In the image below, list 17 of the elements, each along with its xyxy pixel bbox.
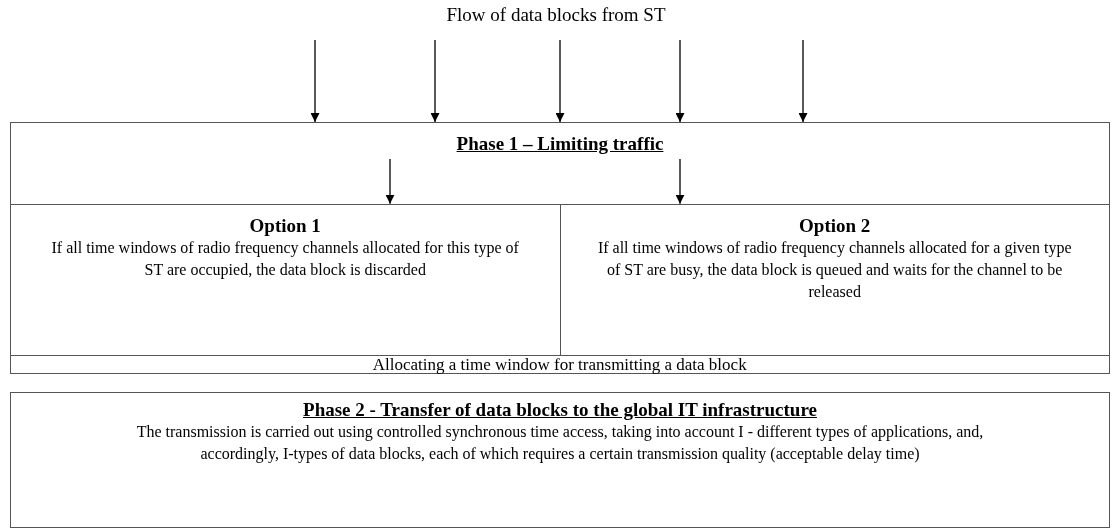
option-description: If all time windows of radio frequency channels allocated for a given type of ST are busy, the data block is queued and waits for the channel to be released	[596, 237, 1073, 303]
phase-box	[10, 392, 1110, 528]
arrow	[675, 158, 685, 205]
option-title: Option 1	[249, 214, 321, 237]
phase-box	[10, 122, 1110, 374]
option-description: If all time windows of radio frequency channels allocated for this type of ST are occupied, the data block is discarded	[50, 237, 520, 281]
arrow	[798, 39, 808, 123]
phase-heading: Phase 1 – Limiting traffic	[456, 133, 664, 155]
option-title: Option 2	[799, 214, 871, 237]
diagram-title: Flow of data blocks from ST	[445, 4, 667, 26]
phase-description: The transmission is carried out using controlled synchronous time access, taking into account I - different types of applications, and, accordingly, I-types of data blocks, each of which requires a certain transmission quality (acceptable delay time)	[135, 422, 985, 465]
arrow	[555, 39, 565, 123]
arrow	[430, 39, 440, 123]
phase-heading: Phase 2 - Transfer of data blocks to the global IT infrastructure	[303, 399, 817, 421]
arrow	[385, 158, 395, 205]
arrow	[310, 39, 320, 123]
arrow	[675, 39, 685, 123]
